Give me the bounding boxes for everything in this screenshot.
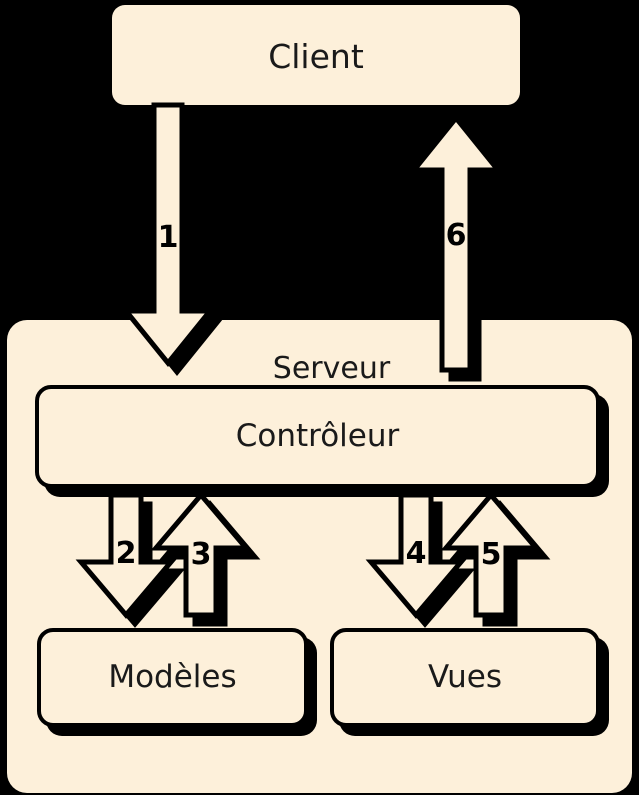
- arrow-5-shape: [440, 491, 551, 627]
- arrow-4-shape: [365, 492, 476, 628]
- node-modeles: Modèles: [37, 628, 308, 727]
- arrow-6-shape: [408, 114, 513, 382]
- node-vues: Vues: [330, 628, 600, 727]
- node-vues-label: Vues: [428, 659, 502, 695]
- arrow-1-number: 1: [157, 220, 179, 255]
- node-controleur: Contrôleur: [35, 385, 600, 488]
- node-client: Client: [112, 5, 520, 105]
- arrow-4-number: 4: [405, 536, 427, 571]
- arrow-6-number: 6: [445, 218, 467, 253]
- node-modeles-label: Modèles: [108, 659, 237, 695]
- node-client-label: Client: [268, 37, 364, 76]
- arrow-2: 2: [75, 492, 205, 630]
- node-controleur-label: Contrôleur: [235, 418, 400, 454]
- arrow-3: 3: [150, 491, 280, 630]
- node-serveur-label: Serveur: [272, 351, 391, 386]
- arrow-5-number: 5: [480, 537, 502, 572]
- arrow-3-number: 3: [190, 537, 212, 572]
- arrow-5: 5: [440, 491, 570, 630]
- arrow-6: 6: [408, 114, 528, 386]
- arrow-4: 4: [365, 492, 495, 630]
- arrow-3-shape: [150, 491, 261, 627]
- arrow-2-number: 2: [115, 536, 137, 571]
- arrow-1: 1: [120, 102, 240, 380]
- arrow-2-shape: [75, 492, 186, 628]
- arrow-1-shape: [120, 102, 225, 376]
